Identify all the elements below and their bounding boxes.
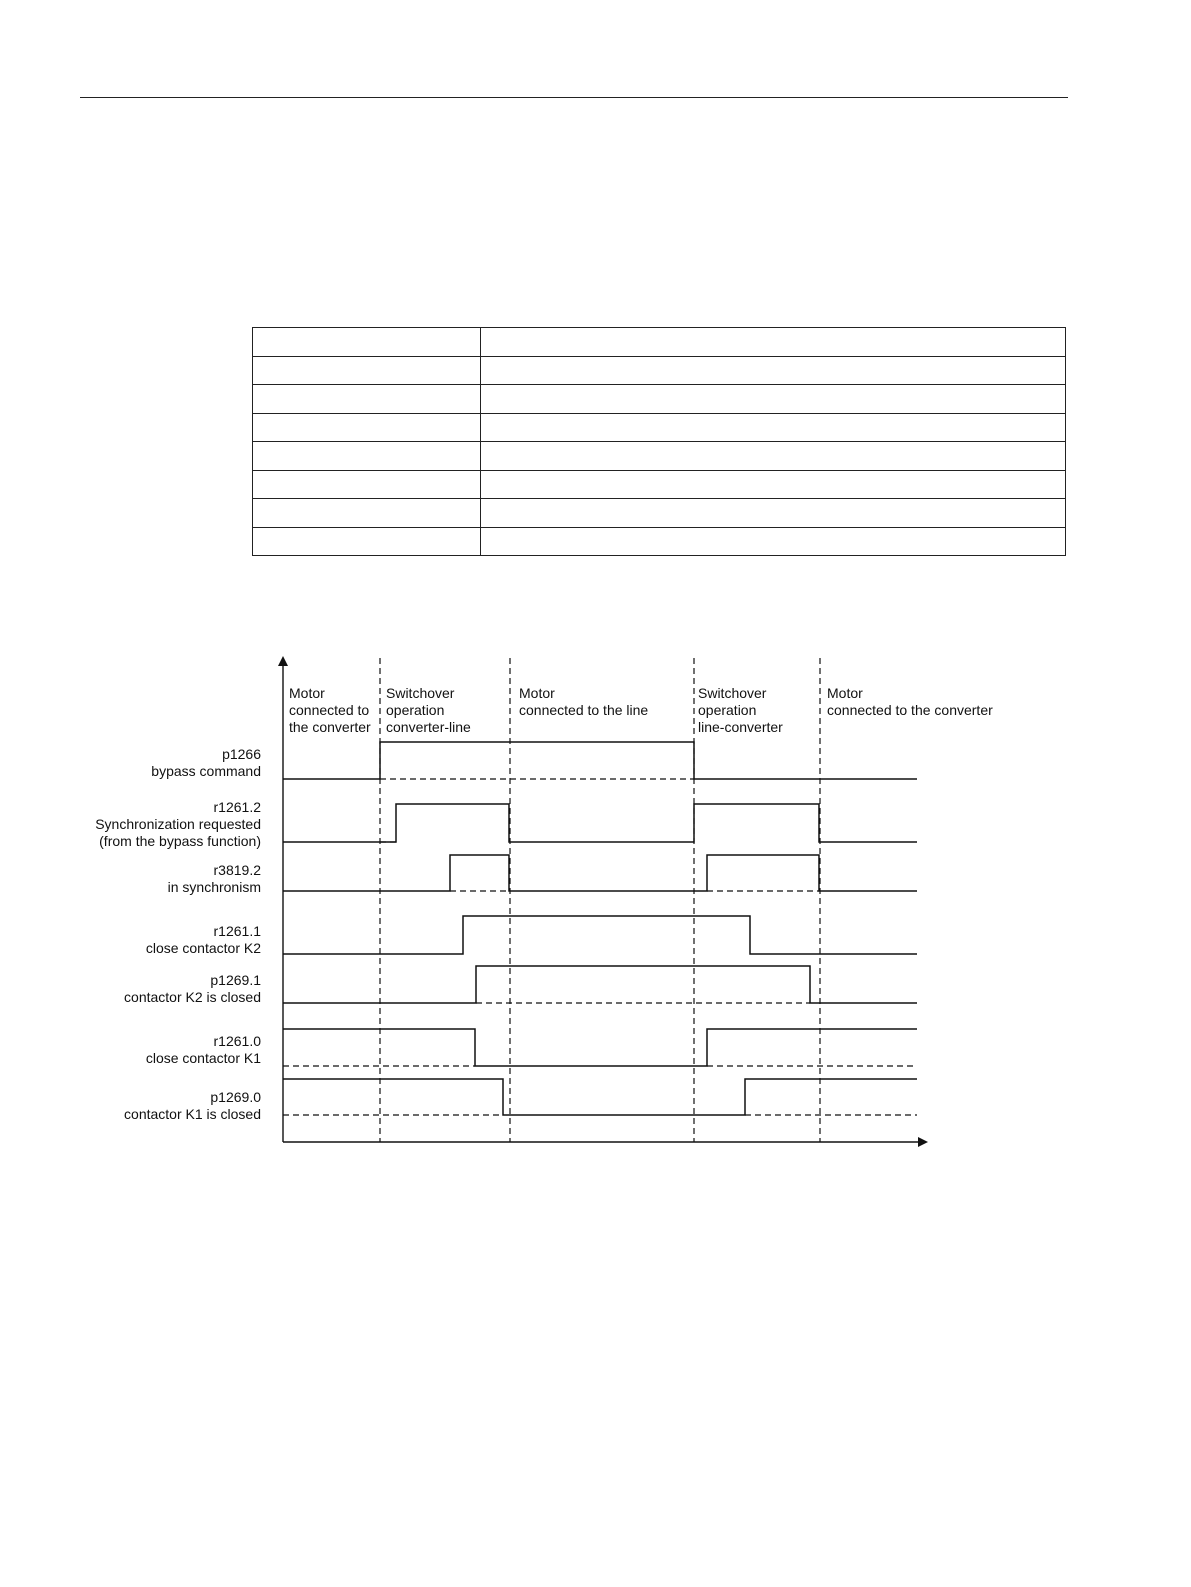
y-axis-arrow-icon	[278, 656, 288, 666]
phase-label: Switchover	[698, 685, 767, 701]
table-cell-description	[480, 412, 1066, 442]
table-row	[252, 526, 1066, 556]
table-cell-parameter	[252, 469, 481, 499]
waveform-r1261-0	[283, 1028, 917, 1067]
phase-label: Motor	[827, 685, 863, 701]
table-cell-parameter	[252, 441, 481, 471]
signal-label-p1269-1: contactor K2 is closed	[124, 989, 261, 1005]
waveform-r3819-2	[283, 854, 917, 892]
table-cell-parameter	[252, 384, 481, 414]
phase-label: operation	[386, 702, 444, 718]
table-cell-description	[480, 327, 1066, 357]
header-rule	[80, 97, 1068, 98]
signal-label-p1266: p1266	[222, 746, 261, 762]
signal-label-r3819-2: in synchronism	[168, 879, 261, 895]
table-row	[252, 327, 1066, 357]
table-cell-description	[480, 469, 1066, 499]
signal-label-p1269-0: contactor K1 is closed	[124, 1106, 261, 1122]
table-row	[252, 441, 1066, 471]
signal-label-p1266: bypass command	[151, 763, 261, 779]
table-cell-parameter	[252, 412, 481, 442]
phase-label: connected to the converter	[827, 702, 993, 718]
table-row	[252, 469, 1066, 499]
phase-label: operation	[698, 702, 756, 718]
table-row	[252, 412, 1066, 442]
signal-label-r1261-0: close contactor K1	[146, 1050, 261, 1066]
table-cell-description	[480, 441, 1066, 471]
table-cell-description	[480, 384, 1066, 414]
phase-label: line-converter	[698, 719, 783, 735]
table-cell-parameter	[252, 526, 481, 556]
waveform-p1269-1	[283, 965, 917, 1004]
table-cell-parameter	[252, 327, 481, 357]
signal-label-r1261-2: Synchronization requested	[95, 816, 261, 832]
table-cell-parameter	[252, 355, 481, 385]
table-row	[252, 498, 1066, 528]
waveform-r1261-1	[283, 915, 917, 955]
phase-label: the converter	[289, 719, 371, 735]
signal-label-p1269-0: p1269.0	[210, 1089, 261, 1105]
phase-label: converter-line	[386, 719, 471, 735]
table-row	[252, 384, 1066, 414]
table-cell-parameter	[252, 498, 481, 528]
phase-label: connected to	[289, 702, 369, 718]
table-row	[252, 355, 1066, 385]
phase-label: Motor	[289, 685, 325, 701]
waveform-r1261-2	[283, 803, 917, 843]
waveform-p1269-0	[283, 1078, 917, 1116]
signal-label-r1261-2: (from the bypass function)	[99, 833, 261, 849]
signal-label-r1261-1: r1261.1	[214, 923, 262, 939]
signal-label-r1261-2: r1261.2	[214, 799, 262, 815]
waveform-p1266	[283, 741, 917, 780]
signal-label-r3819-2: r3819.2	[214, 862, 262, 878]
table-cell-description	[480, 526, 1066, 556]
phase-label: Switchover	[386, 685, 455, 701]
x-axis-arrow-icon	[918, 1137, 928, 1147]
signal-label-r1261-0: r1261.0	[214, 1033, 262, 1049]
table-cell-description	[480, 498, 1066, 528]
table-cell-description	[480, 355, 1066, 385]
signal-label-p1269-1: p1269.1	[210, 972, 261, 988]
signal-label-r1261-1: close contactor K2	[146, 940, 261, 956]
phase-label: connected to the line	[519, 702, 648, 718]
phase-label: Motor	[519, 685, 555, 701]
parameter-table	[252, 327, 1066, 556]
